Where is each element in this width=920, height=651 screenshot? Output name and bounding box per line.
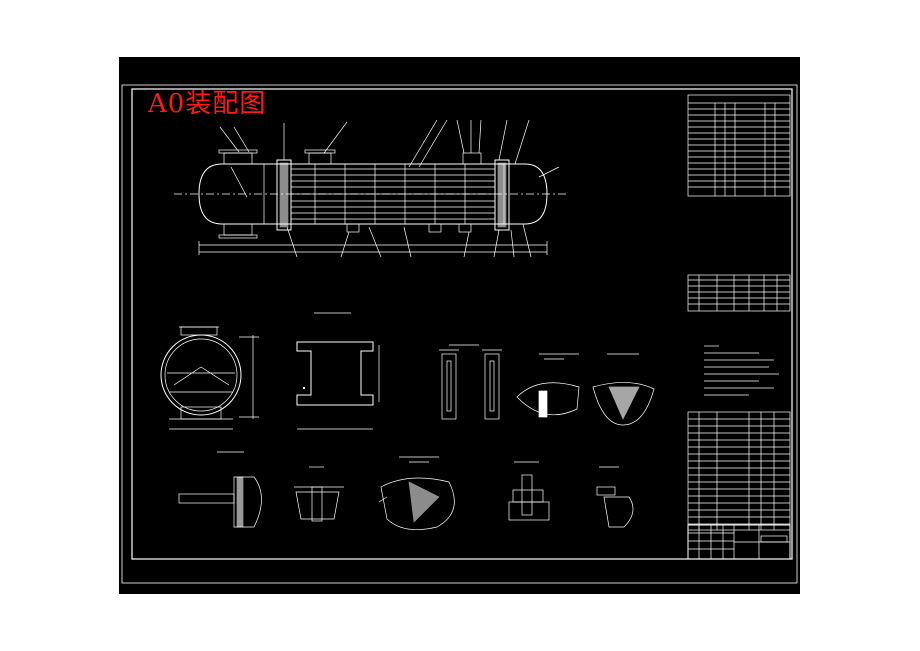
weld-detail-2 bbox=[592, 353, 655, 426]
technical-data-table bbox=[687, 94, 791, 197]
drawing-canvas bbox=[121, 84, 798, 584]
parts-list-table bbox=[687, 411, 791, 531]
cad-drawing-sheet: A0装配图 bbox=[119, 57, 800, 594]
main-vessel-view bbox=[174, 119, 569, 258]
saddle-detail bbox=[296, 312, 380, 430]
nozzle-table bbox=[687, 274, 791, 312]
title-block bbox=[687, 524, 791, 560]
weld-detail-3 bbox=[178, 451, 262, 528]
weld-detail-6 bbox=[508, 461, 550, 521]
baffle-detail bbox=[439, 344, 502, 420]
outer-border bbox=[121, 84, 798, 584]
weld-detail-5 bbox=[378, 456, 455, 530]
technical-requirements-notes bbox=[704, 345, 779, 396]
weld-detail-1 bbox=[516, 353, 580, 418]
weld-detail-7 bbox=[596, 466, 634, 528]
side-view bbox=[160, 326, 259, 430]
weld-detail-4 bbox=[294, 466, 344, 522]
stamp-label: A0装配图 bbox=[148, 89, 267, 119]
inner-frame bbox=[131, 88, 793, 560]
